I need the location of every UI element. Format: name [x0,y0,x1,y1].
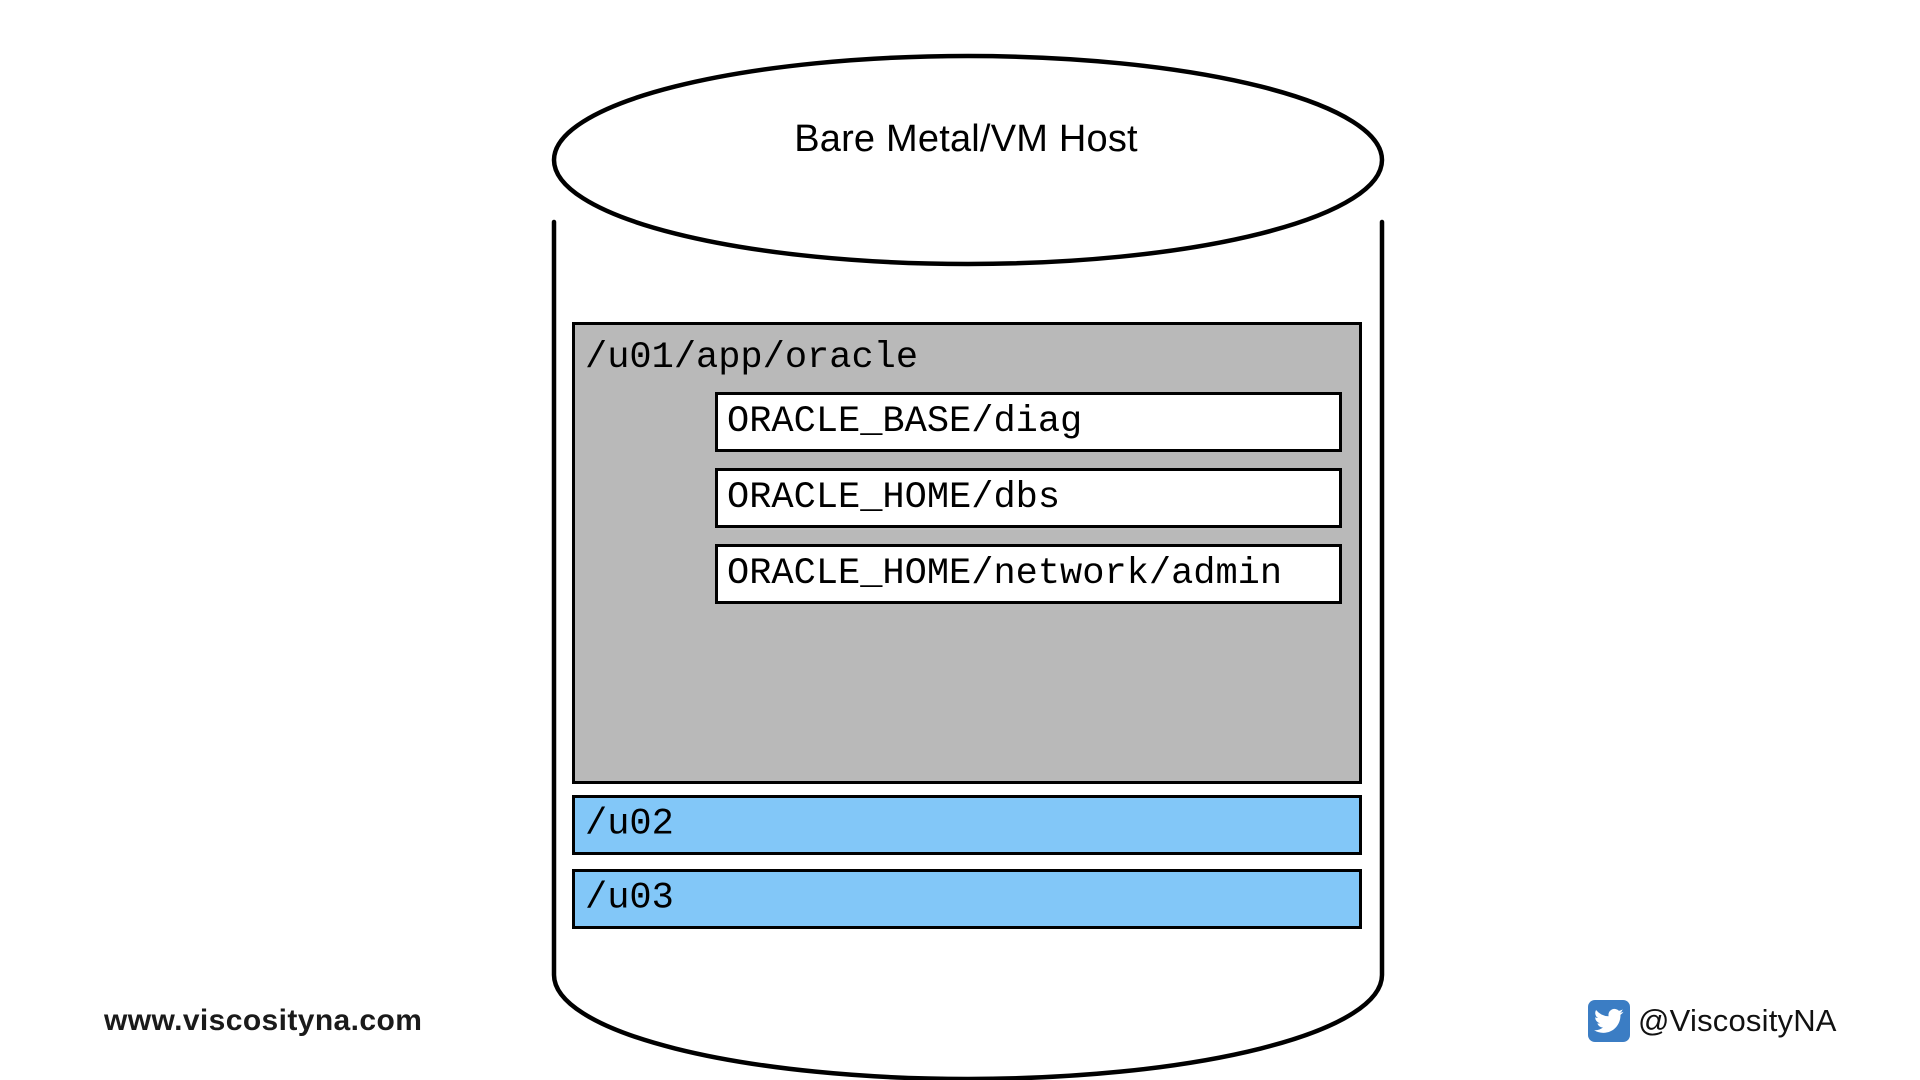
mount-box-u03[interactable]: /u03 [572,869,1362,929]
directory-box-oracle-base-diag[interactable]: ORACLE_BASE/diag [715,392,1342,452]
twitter-badge[interactable]: @ViscosityNA [1588,1000,1837,1042]
directory-box-oracle-home-network-admin[interactable]: ORACLE_HOME/network/admin [715,544,1342,604]
mount-label-u02: /u02 [585,803,674,846]
page-title: Bare Metal/VM Host [794,118,1138,160]
mount-label-u03: /u03 [585,877,674,920]
mount-label-u01: /u01/app/oracle [585,337,919,379]
mount-box-u02[interactable]: /u02 [572,795,1362,855]
directory-box-oracle-home-dbs[interactable]: ORACLE_HOME/dbs [715,468,1342,528]
website-url: www.viscosityna.com [104,1004,423,1037]
twitter-bird-icon [1588,1000,1630,1042]
twitter-handle-label: @ViscosityNA [1638,1003,1837,1038]
